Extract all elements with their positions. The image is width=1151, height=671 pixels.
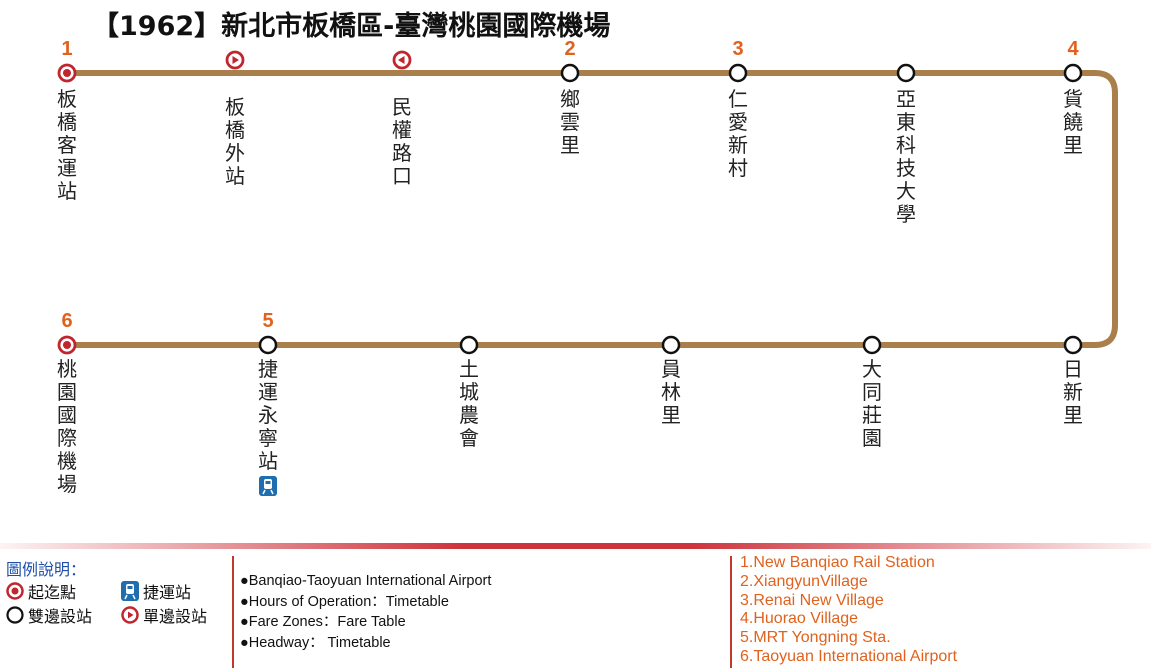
terminal-stop-icon — [6, 582, 24, 600]
stop-number-label: 6 — [61, 310, 73, 332]
stop-name-label: 鄉雲里 — [560, 87, 580, 157]
two-way-stop-icon — [728, 63, 748, 83]
note-4: 4.Huorao Village — [740, 610, 859, 628]
route-line — [64, 70, 1118, 348]
terminal-stop-dot — [63, 341, 71, 349]
note-6: 6.Taoyuan International Airport — [740, 647, 958, 665]
page-title: 【1962】新北市板橋區-臺灣桃園國際機場 — [92, 11, 611, 42]
note-3: 3.Renai New Village — [740, 591, 884, 609]
stop-name-label: 桃園國際機場 — [57, 357, 77, 496]
two-way-stop-icon — [258, 335, 278, 355]
stop-name-label: 捷運永寧站 — [255, 358, 281, 496]
legend-separator-2 — [730, 556, 732, 668]
legend-terminal: 起迄點 — [6, 579, 76, 603]
stop-number-label: 3 — [732, 38, 744, 60]
two-way-stop-icon — [459, 335, 479, 355]
legend-title: 圖例說明： — [6, 560, 87, 579]
section-divider — [0, 543, 1151, 549]
legend-two-way-label: 雙邊設站 — [28, 607, 93, 626]
stop-number-label: 2 — [564, 38, 576, 60]
mrt-station-icon — [259, 476, 277, 496]
stop-name-label: 大同莊園 — [862, 357, 882, 450]
legend-separator-1 — [232, 556, 234, 668]
stop-number-label: 1 — [61, 38, 73, 60]
mrt-station-icon — [121, 581, 139, 601]
legend-two-way: 雙邊設站 — [6, 603, 92, 627]
two-way-stop-icon — [1063, 335, 1083, 355]
info-line-route: ●Banqiao-Taoyuan International Airport — [240, 573, 492, 589]
stop-name-label: 板橋外站 — [225, 95, 245, 188]
stop-name-label: 仁愛新村 — [728, 87, 748, 180]
route-map — [57, 50, 1118, 355]
two-way-stop-icon — [862, 335, 882, 355]
stop-name-label: 民權路口 — [392, 95, 412, 188]
legend-one-way: 單邊設站 — [121, 603, 207, 627]
direction-arrow-icon — [398, 56, 405, 64]
legend-one-way-label: 單邊設站 — [143, 607, 208, 626]
info-line-hours: ●Hours of Operation：Timetable — [240, 593, 449, 610]
stop-number-label: 5 — [262, 310, 274, 332]
stop-name-label: 日新里 — [1063, 357, 1083, 427]
legend-terminal-label: 起迄點 — [28, 583, 77, 602]
legend-mrt: 捷運站 — [121, 579, 191, 603]
two-way-stop-icon — [896, 63, 916, 83]
stop-notes: 1.New Banqiao Rail Station 2.XiangyunVil… — [740, 554, 957, 667]
stop-name-label: 板橋客運站 — [57, 87, 77, 203]
stop-name-label: 貨饒里 — [1063, 87, 1083, 157]
info-line-fare: ●Fare Zones：Fare Table — [240, 614, 406, 630]
two-way-stop-icon — [6, 606, 24, 624]
note-5: 5.MRT Yongning Sta. — [740, 629, 891, 647]
stop-number-label: 4 — [1067, 38, 1079, 60]
two-way-stop-icon — [560, 63, 580, 83]
note-2: 2.XiangyunVillage — [740, 572, 868, 590]
direction-arrow-icon — [232, 56, 239, 64]
note-1: 1.New Banqiao Rail Station — [740, 554, 935, 571]
route-info: ●Banqiao-Taoyuan International Airport ●… — [240, 571, 491, 653]
two-way-stop-icon — [1063, 63, 1083, 83]
terminal-stop-dot — [63, 69, 71, 77]
stop-name-label: 土城農會 — [459, 357, 479, 450]
stop-name-label: 員林里 — [661, 357, 681, 427]
one-way-stop-icon — [121, 606, 139, 624]
legend-mrt-label: 捷運站 — [143, 583, 192, 602]
two-way-stop-icon — [661, 335, 681, 355]
info-line-headway: ●Headway： Timetable — [240, 634, 391, 651]
stop-name-label: 亞東科技大學 — [896, 87, 916, 226]
